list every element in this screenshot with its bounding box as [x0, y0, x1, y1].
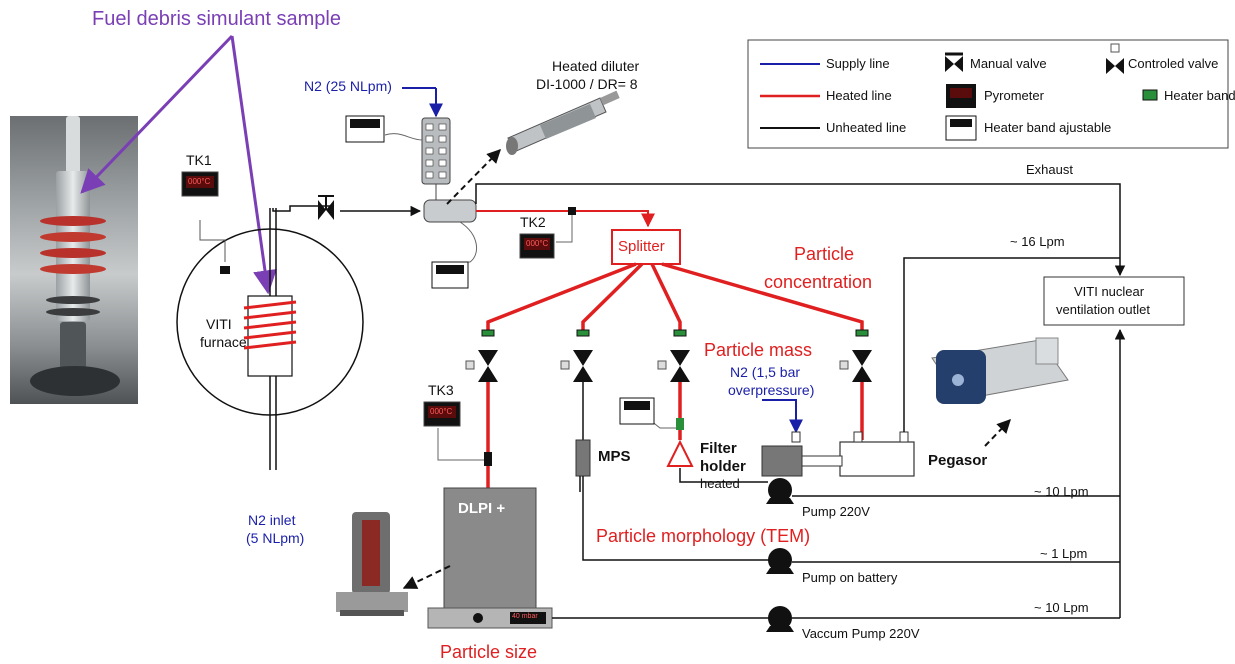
- filter-holder-label-3: heated: [700, 476, 740, 491]
- n2-diluter-label: N2 (25 NLpm): [304, 78, 392, 94]
- legend-controlled-valve-label: Controled valve: [1128, 56, 1219, 71]
- heated-diluter-label-2: DI-1000 / DR= 8: [536, 76, 638, 92]
- legend-heated-label: Heated line: [826, 88, 892, 103]
- dlpi-label: DLPI +: [458, 500, 506, 517]
- tk1-label: TK1: [186, 152, 212, 168]
- pump-battery-icon: [766, 548, 794, 574]
- n2-inlet-label-2: (5 NLpm): [246, 530, 305, 546]
- n2-inlet-label-1: N2 inlet: [248, 512, 296, 528]
- pegasor-photo: [931, 337, 1069, 404]
- display-boxes: [181, 115, 655, 427]
- particle-mass-label: Particle mass: [704, 340, 813, 360]
- viti-outlet-label-2: ventilation outlet: [1056, 302, 1150, 317]
- branch-dlpi: [402, 329, 553, 629]
- legend-heater-band-label: Heater band: [1164, 88, 1235, 103]
- legend-pyrometer-label: Pyrometer: [984, 88, 1044, 103]
- tk2-label: TK2: [520, 214, 546, 230]
- legend-unheated-label: Unheated line: [826, 120, 907, 135]
- particle-size-label: Particle size: [440, 642, 538, 662]
- pegasor-device: [839, 441, 915, 477]
- vacuum-pump-icon: [766, 606, 794, 632]
- heated-line-splitter: [476, 207, 681, 265]
- mps-label: MPS: [598, 448, 631, 465]
- exhaust-label: Exhaust: [1026, 162, 1073, 177]
- branch-pegasor: [761, 257, 1120, 477]
- exhaust-line: [475, 183, 1126, 277]
- branch-filter: [649, 329, 768, 483]
- pump-220-icon: [766, 478, 794, 504]
- viti-furnace-label-1: VITI: [206, 316, 232, 332]
- viti-furnace: [176, 208, 364, 470]
- legend-manual-valve-label: Manual valve: [970, 56, 1047, 71]
- n2-overpressure-label-2: overpressure): [728, 382, 815, 398]
- legend-controlled-valve-icon: [1106, 58, 1124, 74]
- dlpi-display-value: 40 mbar: [512, 613, 538, 620]
- vacuum-pump-label: Vaccum Pump 220V: [802, 626, 920, 641]
- legend-supply-label: Supply line: [826, 56, 890, 71]
- pump-battery-label: Pump on battery: [802, 570, 898, 585]
- particle-morphology-label: Particle morphology (TEM): [596, 526, 811, 546]
- dlpi-box: [443, 487, 537, 609]
- flow-16-label: ~ 16 Lpm: [1010, 234, 1065, 249]
- filter-holder-label-2: holder: [700, 458, 746, 475]
- heated-diluter-photo: [506, 90, 620, 155]
- pegasor-label: Pegasor: [928, 452, 988, 469]
- splitter-label: Splitter: [618, 238, 665, 255]
- flow-1-label: ~ 1 Lpm: [1040, 546, 1088, 561]
- tk3-display-value: 000°C: [430, 407, 453, 416]
- legend-manual-valve-icon: [945, 56, 963, 72]
- pump-lines: [552, 328, 1126, 632]
- tk3-label: TK3: [428, 382, 454, 398]
- viti-furnace-label-2: furnace: [200, 334, 247, 350]
- tk1-wire: [199, 220, 226, 262]
- furnace-outlet-line: [272, 195, 422, 220]
- tk2-display-value: 000°C: [526, 239, 549, 248]
- flow-10b-label: ~ 10 Lpm: [1034, 600, 1089, 615]
- heated-diluter-label-1: Heated diluter: [552, 58, 640, 74]
- particle-concentration-label-1: Particle: [794, 244, 855, 264]
- legend-heater-band-adjustable-label: Heater band ajustable: [984, 120, 1112, 135]
- annotation-arrows: [80, 34, 277, 295]
- splitter-box: [611, 229, 681, 265]
- branch-mps: [560, 329, 770, 561]
- filter-holder-label-1: Filter: [700, 440, 737, 457]
- legend-heater-band-icon: [1142, 89, 1158, 101]
- dlpi-photo: [336, 512, 408, 616]
- heated-diluter-unit: [384, 87, 501, 263]
- mps-device: [575, 439, 591, 477]
- particle-concentration-label-2: concentration: [764, 272, 873, 292]
- pump-220-label: Pump 220V: [802, 504, 870, 519]
- fuel-debris-label: Fuel debris simulant sample: [92, 8, 341, 30]
- viti-outlet-label-1: VITI nuclear: [1074, 284, 1145, 299]
- n2-overpressure-label-1: N2 (1,5 bar: [730, 364, 801, 380]
- tk1-display-value: 000°C: [188, 177, 211, 186]
- flow-10a-label: ~ 10 Lpm: [1034, 484, 1089, 499]
- furnace-photo: [10, 116, 138, 404]
- tk1-sensor: [220, 266, 230, 274]
- filter-holder-cone: [666, 439, 694, 467]
- viti-outlet-box: [1043, 276, 1185, 326]
- legend-symbols: [747, 39, 1229, 149]
